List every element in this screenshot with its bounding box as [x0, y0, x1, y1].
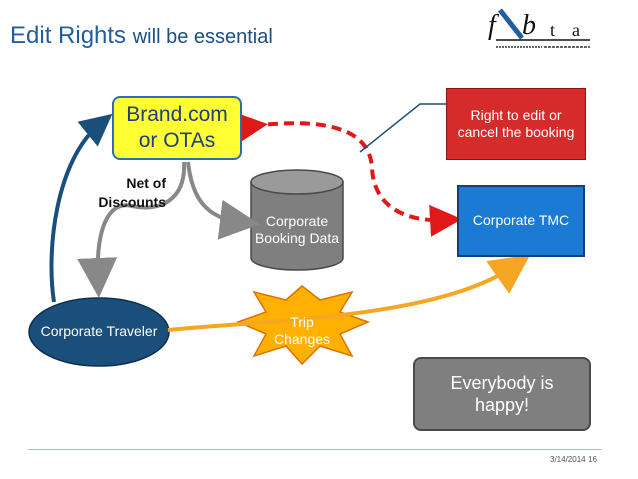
arrow-traveler-to-brand — [49, 113, 113, 303]
svg-text:a: a — [572, 20, 580, 40]
corporate-traveler-label: Corporate Traveler — [40, 323, 158, 340]
svg-text:b: b — [522, 10, 536, 41]
arrow-brand-to-booking — [186, 161, 260, 240]
trip-changes-label: Trip Changes — [273, 313, 331, 348]
net-of-discounts-label: Net of Discounts — [98, 175, 166, 210]
corporate-tmc-box: Corporate TMC — [457, 185, 585, 257]
title-main: Edit Rights — [10, 22, 127, 49]
brand-otas-box: Brand.com or OTAs — [112, 96, 242, 160]
booking-data-label: Corporate Booking Data — [254, 212, 340, 247]
slide-title: Edit Rights will be essential — [10, 22, 273, 50]
svg-text:t: t — [550, 20, 555, 40]
arrow-traveler-to-tmc — [167, 254, 531, 332]
callout-connector — [359, 103, 446, 153]
everybody-happy-box: Everybody is happy! — [413, 357, 591, 431]
traveler-ellipse — [28, 297, 170, 367]
arrow-brand-to-traveler — [77, 161, 187, 298]
fbta-logo: f b t a — [488, 8, 590, 48]
edit-rights-callout: Right to edit or cancel the booking — [446, 88, 586, 160]
footer-divider — [28, 449, 602, 450]
trip-changes-burst — [235, 285, 371, 366]
svg-text:f: f — [488, 10, 499, 41]
title-sub: will be essential — [132, 26, 273, 48]
arrow-brand-tmc-edit — [234, 111, 462, 237]
footer-date: 3/14/2014 — [550, 455, 586, 464]
footer-page-number: 16 — [588, 455, 597, 464]
